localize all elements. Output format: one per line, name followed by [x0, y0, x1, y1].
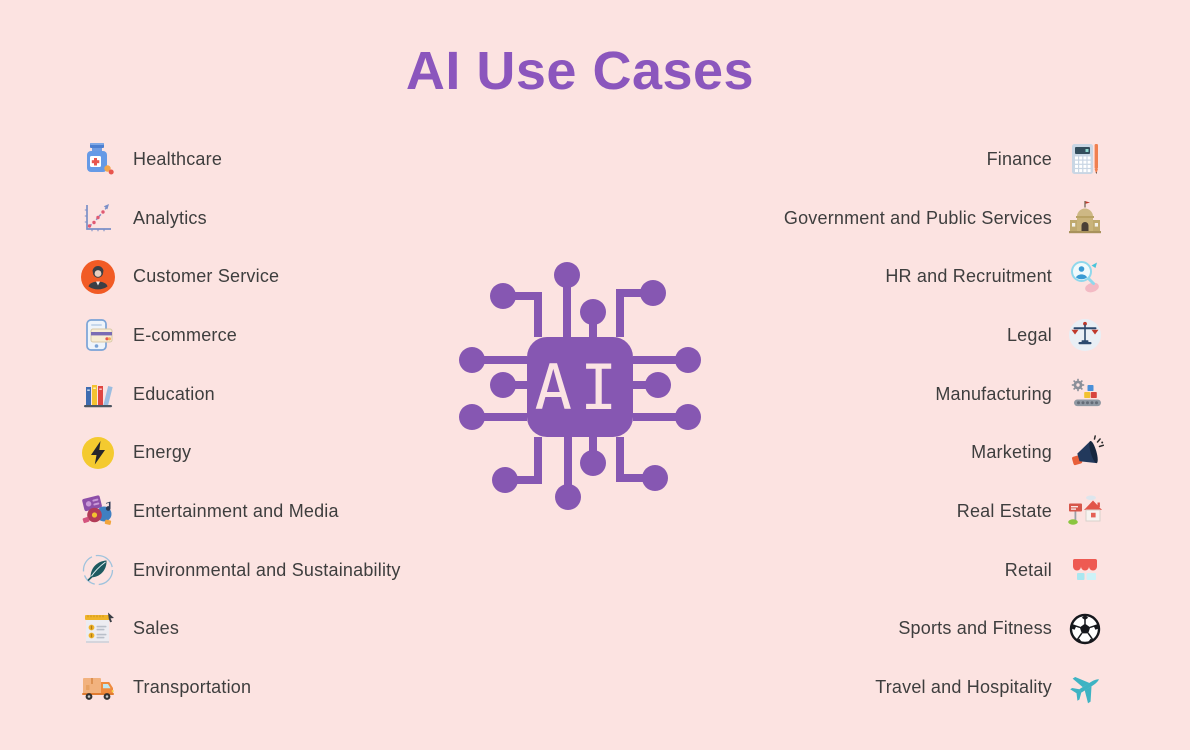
line-chart-icon — [78, 198, 118, 238]
list-item: Transportation — [78, 658, 401, 717]
list-item: Environmental and Sustainability — [78, 541, 401, 600]
support-agent-icon — [78, 257, 118, 297]
list-item: Entertainment and Media — [78, 482, 401, 541]
use-case-label: Analytics — [133, 207, 207, 228]
justice-scale-icon — [1065, 315, 1105, 355]
list-item: E-commerce — [78, 306, 401, 365]
use-case-label: Retail — [1004, 559, 1052, 580]
use-case-label: Legal — [1006, 324, 1052, 345]
lightning-bolt-icon — [78, 433, 118, 473]
use-case-label: E-commerce — [133, 324, 238, 345]
list-item: Analytics — [78, 189, 401, 248]
list-item: Healthcare — [78, 130, 401, 189]
airplane-icon — [1065, 668, 1105, 708]
list-item: Marketing — [971, 423, 1105, 482]
use-case-label: Marketing — [971, 442, 1052, 463]
use-case-label: Real Estate — [956, 500, 1052, 521]
ai-chip-icon: AI — [458, 262, 702, 510]
medicine-bottle-icon — [78, 139, 118, 179]
books-icon — [78, 374, 118, 414]
list-item: Manufacturing — [935, 365, 1105, 424]
use-case-label: Sales — [133, 618, 180, 639]
use-case-label: Transportation — [133, 677, 252, 698]
list-item: Travel and Hospitality — [875, 658, 1105, 717]
list-item: Sales — [78, 600, 401, 659]
soccer-ball-icon — [1065, 609, 1105, 649]
right-column: Finance Gov — [784, 130, 1105, 717]
ai-chip-label: AI — [535, 351, 626, 424]
use-case-label: Environmental and Sustainability — [133, 559, 401, 580]
page-title: AI Use Cases — [405, 41, 755, 101]
use-case-label: Manufacturing — [935, 383, 1052, 404]
use-case-label: Government and Public Services — [783, 207, 1052, 228]
list-item: Finance — [987, 130, 1105, 189]
megaphone-icon — [1065, 433, 1105, 473]
left-column: Healthcare Analytics — [78, 130, 401, 717]
use-case-label: Travel and Hospitality — [875, 677, 1052, 698]
list-item: Real Estate — [957, 482, 1105, 541]
list-item: Retail — [1005, 541, 1105, 600]
media-collage-icon — [78, 491, 118, 531]
list-item: Legal — [1007, 306, 1105, 365]
use-case-label: Customer Service — [133, 266, 280, 287]
conveyor-belt-icon — [1065, 374, 1105, 414]
use-case-label: Healthcare — [133, 148, 223, 169]
use-case-label: Entertainment and Media — [133, 500, 339, 521]
use-case-label: HR and Recruitment — [885, 266, 1052, 287]
use-case-label: Sports and Fitness — [898, 618, 1052, 639]
leaf-circle-icon — [78, 550, 118, 590]
recruitment-search-icon — [1065, 257, 1105, 297]
calculator-icon — [1065, 139, 1105, 179]
use-case-label: Education — [133, 383, 215, 404]
sales-document-icon — [78, 609, 118, 649]
list-item: Education — [78, 365, 401, 424]
delivery-truck-icon — [78, 668, 118, 708]
storefront-icon — [1065, 550, 1105, 590]
list-item: Sports and Fitness — [898, 600, 1105, 659]
list-item: Government and Public Services — [784, 189, 1105, 248]
list-item: Energy — [78, 423, 401, 482]
list-item: Customer Service — [78, 247, 401, 306]
use-case-label: Energy — [133, 442, 192, 463]
use-case-label: Finance — [986, 148, 1052, 169]
house-sale-icon — [1065, 491, 1105, 531]
government-building-icon — [1065, 198, 1105, 238]
phone-payment-icon — [78, 315, 118, 355]
list-item: HR and Recruitment — [885, 247, 1105, 306]
